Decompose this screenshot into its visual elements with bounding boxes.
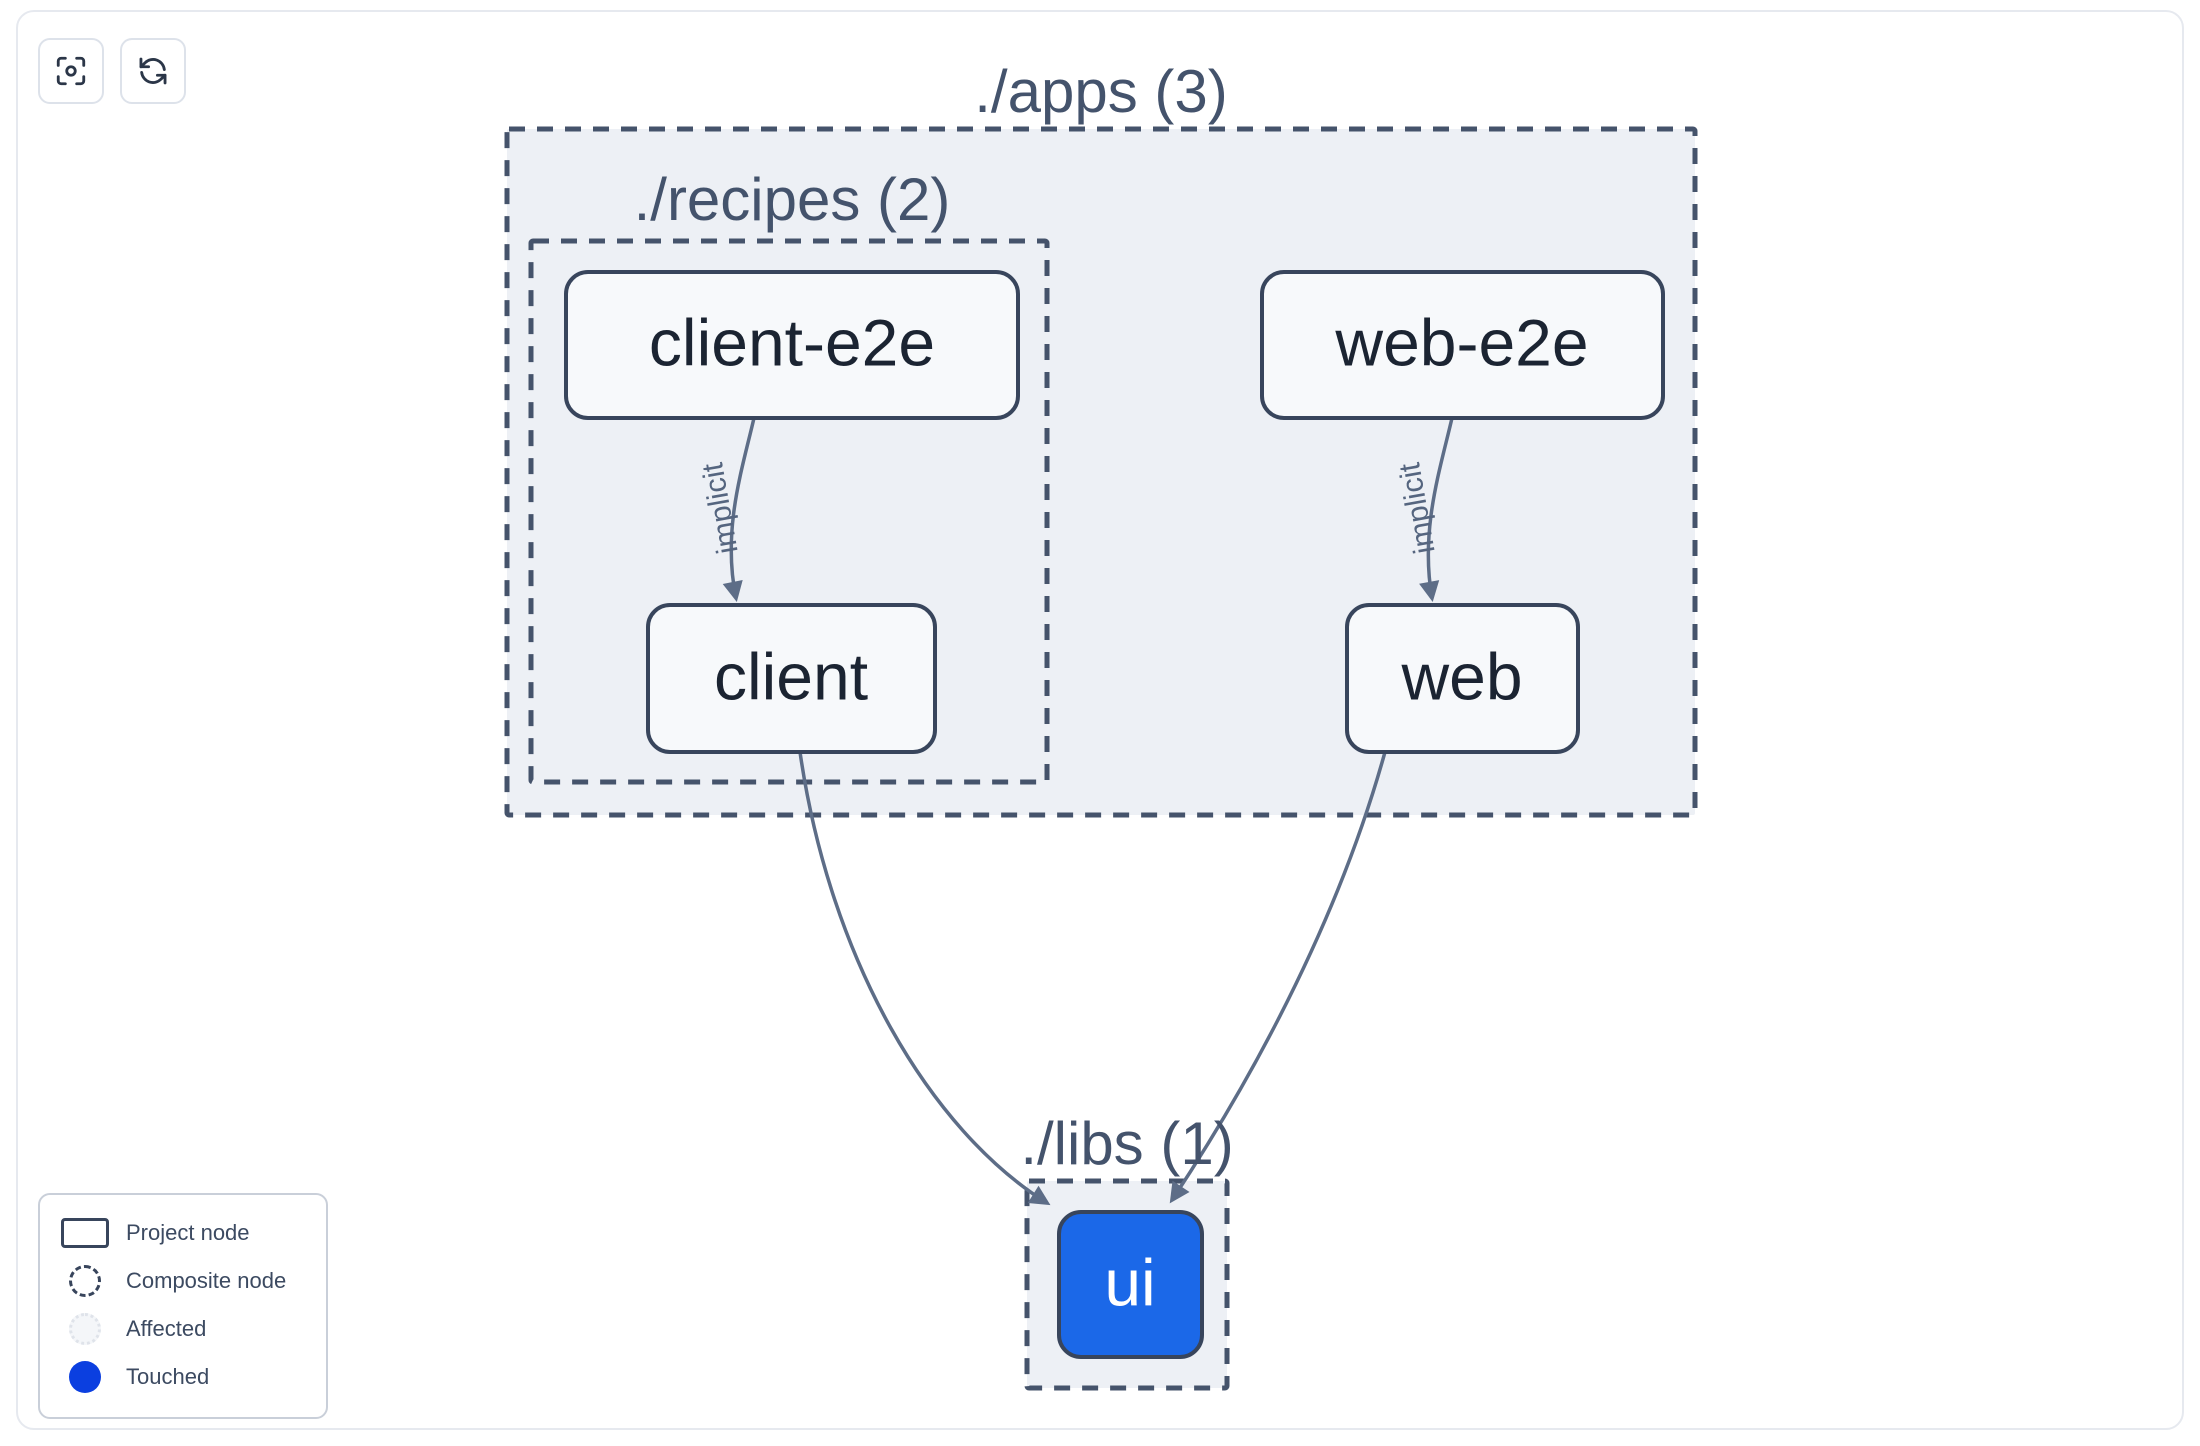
node-label-web-e2e: web-e2e [1334, 305, 1588, 379]
group-label-apps: ./apps (3) [974, 58, 1227, 125]
graph-edges [722, 417, 1454, 1206]
edge-client-e2e-to-client[interactable] [722, 417, 756, 602]
node-web-e2e[interactable]: web-e2e [1260, 270, 1665, 420]
project-node-swatch-icon [58, 1218, 112, 1248]
node-client[interactable]: client [646, 603, 937, 754]
node-label-ui: ui [1104, 1245, 1155, 1319]
focus-scan-icon [54, 54, 88, 88]
graph-toolbar [38, 38, 186, 104]
edge-client-to-ui[interactable] [798, 751, 1051, 1206]
graph-nodes: client-e2e web-e2e client web ui [564, 270, 1665, 1359]
node-label-client-e2e: client-e2e [649, 305, 935, 379]
legend-label-affected: Affected [126, 1316, 207, 1341]
refresh-sync-icon [136, 54, 170, 88]
edge-web-to-ui[interactable] [1169, 751, 1387, 1204]
graph-group-labels: ./apps (3) ./recipes (2) ./libs (1) [634, 58, 1234, 1177]
node-web[interactable]: web [1345, 603, 1580, 754]
edge-web-e2e-to-web[interactable] [1419, 417, 1454, 603]
legend-item-affected: Affected [58, 1305, 308, 1353]
group-label-recipes: ./recipes (2) [634, 166, 951, 233]
touched-swatch-icon [58, 1361, 112, 1393]
affected-swatch-icon [58, 1313, 112, 1345]
legend-item-project-node: Project node [58, 1209, 308, 1257]
node-label-client: client [714, 639, 868, 713]
refresh-graph-button[interactable] [120, 38, 186, 104]
group-label-libs: ./libs (1) [1020, 1110, 1233, 1177]
legend-label-project-node: Project node [126, 1220, 250, 1245]
node-label-web: web [1400, 639, 1522, 713]
node-client-e2e[interactable]: client-e2e [564, 270, 1020, 420]
focus-graph-button[interactable] [38, 38, 104, 104]
node-ui[interactable]: ui [1057, 1210, 1204, 1359]
legend-label-touched: Touched [126, 1364, 210, 1389]
legend-item-touched: Touched [58, 1353, 308, 1401]
graph-legend: Project node Composite node Affected Tou… [38, 1193, 328, 1419]
legend-item-composite-node: Composite node [58, 1257, 308, 1305]
composite-node-swatch-icon [58, 1265, 112, 1297]
legend-label-composite-node: Composite node [126, 1268, 287, 1293]
